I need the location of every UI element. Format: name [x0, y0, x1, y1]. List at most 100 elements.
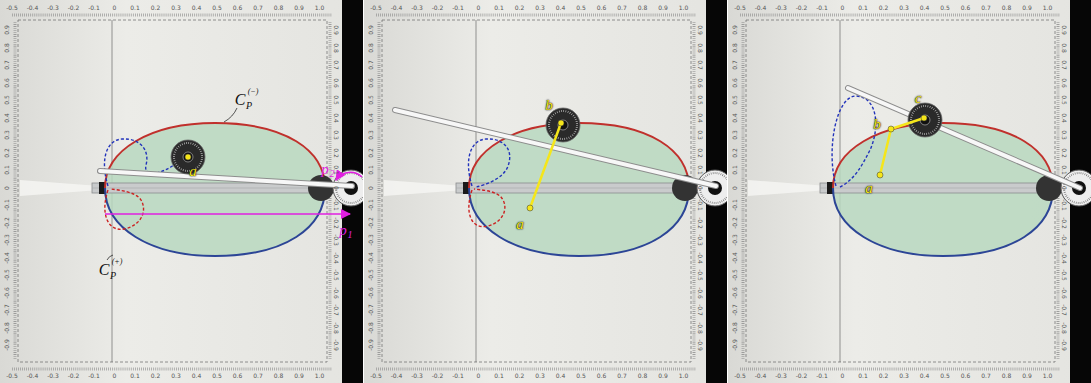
arm-outline	[100, 171, 352, 186]
ruler-number: 0.4	[697, 113, 703, 123]
ruler-number: -0.2	[333, 217, 339, 229]
ruler-number: 0.5	[333, 95, 339, 105]
traced-path-red	[469, 189, 505, 227]
point-marker	[877, 172, 883, 178]
ruler-number: -0.5	[370, 5, 382, 11]
ruler-number: -0.8	[732, 322, 738, 334]
ruler-number: 0.4	[333, 113, 339, 123]
point-label: b	[545, 98, 553, 113]
traced-path-blue	[832, 96, 876, 187]
ruler-number: 0.6	[233, 5, 243, 11]
ruler-number: 0.3	[899, 373, 909, 379]
ruler-number: -0.9	[368, 339, 374, 351]
ruler-number: -0.9	[1061, 339, 1067, 351]
curve-label-subscript: P	[110, 271, 116, 281]
ruler-number: -0.4	[697, 252, 703, 264]
ruler-number: 0.4	[556, 373, 566, 379]
ruler-number: 0.3	[171, 373, 181, 379]
ruler-number: 0	[697, 186, 703, 190]
ruler-number: -0.2	[732, 217, 738, 229]
ruler-number: 0.3	[1061, 130, 1067, 140]
ruler-number: -0.4	[1061, 252, 1067, 264]
ruler-number: 0.2	[333, 148, 339, 158]
ruler-number: 0.2	[151, 373, 161, 379]
curve-label: C	[235, 92, 246, 108]
ruler-number: 0.2	[732, 148, 738, 158]
ruler-number: 0.5	[697, 95, 703, 105]
ruler-number: 0.3	[333, 130, 339, 140]
ruler-number: 0.5	[576, 5, 586, 11]
arm-bar	[100, 171, 352, 186]
ruler-number: -0.3	[411, 5, 423, 11]
ruler-number: -0.5	[732, 269, 738, 281]
ruler-number: 0.9	[294, 5, 304, 11]
ruler-number: -0.1	[816, 5, 828, 11]
ruler-number: 0.3	[171, 5, 181, 11]
arm-bar	[848, 88, 1080, 188]
ruler-number: 0.7	[617, 373, 627, 379]
ruler-number: -0.1	[732, 199, 738, 211]
ruler-number: -0.9	[697, 339, 703, 351]
ruler-number: 0	[477, 5, 481, 11]
ruler-number: -0.3	[333, 234, 339, 246]
link-segment	[530, 123, 561, 208]
ruler-number: -0.3	[411, 373, 423, 379]
ruler-number: 0.7	[1061, 60, 1067, 70]
ruler-number: 0.8	[638, 5, 648, 11]
ruler-number: 0.5	[368, 95, 374, 105]
ruler-number: 0.7	[617, 5, 627, 11]
parameter-subscript: 2	[330, 169, 335, 179]
ruler-number: 0.1	[1061, 165, 1067, 175]
ruler-number: -0.1	[697, 199, 703, 211]
ruler-number: -0.3	[775, 373, 787, 379]
point-label: a	[189, 164, 197, 179]
ruler-number: 0.6	[597, 373, 607, 379]
curve-label: C	[99, 262, 110, 278]
ruler-number: -0.5	[333, 269, 339, 281]
ruler-number: -0.1	[88, 5, 100, 11]
ruler-number: 0.8	[697, 43, 703, 53]
curve-label-superscript: (−)	[248, 88, 259, 96]
ruler-number: 0.6	[961, 5, 971, 11]
ruler-number: -0.2	[796, 5, 808, 11]
point-marker	[921, 115, 927, 121]
point-marker	[185, 154, 191, 160]
ruler-number: -0.5	[6, 373, 18, 379]
ruler-number: -0.4	[27, 373, 39, 379]
ruler-number: 0.9	[4, 25, 10, 35]
ruler-number: 0.3	[535, 373, 545, 379]
ruler-number: 0	[1061, 186, 1067, 190]
ruler-number: 0.3	[899, 5, 909, 11]
ruler-number: 0.1	[130, 373, 140, 379]
use-shape	[908, 103, 942, 137]
ruler-number: -0.7	[368, 304, 374, 316]
ruler-number: 0	[368, 186, 374, 190]
ruler-number: 0.8	[333, 43, 339, 53]
ruler-number: 0	[4, 186, 10, 190]
ruler-number: -0.8	[1061, 322, 1067, 334]
ruler-number: 0.1	[368, 165, 374, 175]
param-arrow	[105, 213, 350, 215]
ruler-number: -0.6	[697, 287, 703, 299]
ruler-number: 1.0	[679, 373, 689, 379]
ruler-number: -0.5	[6, 5, 18, 11]
ruler-number: 0.6	[697, 78, 703, 88]
ruler-number: 0.3	[732, 130, 738, 140]
ruler-number: -0.4	[755, 373, 767, 379]
ruler-number: 0.7	[981, 5, 991, 11]
ruler-number: 0.5	[940, 5, 950, 11]
ruler-number: -0.1	[368, 199, 374, 211]
ruler-number: -0.7	[732, 304, 738, 316]
ruler-number: 0.5	[940, 373, 950, 379]
ruler-number: 0.9	[368, 25, 374, 35]
use-shape	[546, 108, 580, 142]
ruler-number: 1.0	[315, 373, 325, 379]
ruler-number: 0.6	[732, 78, 738, 88]
ruler-number: 0.6	[961, 373, 971, 379]
ruler-number: -0.9	[4, 339, 10, 351]
ruler-number: -0.5	[370, 373, 382, 379]
ruler-number: 0.8	[368, 43, 374, 53]
ruler-number: -0.3	[4, 234, 10, 246]
ruler-number: 0.8	[1002, 373, 1012, 379]
